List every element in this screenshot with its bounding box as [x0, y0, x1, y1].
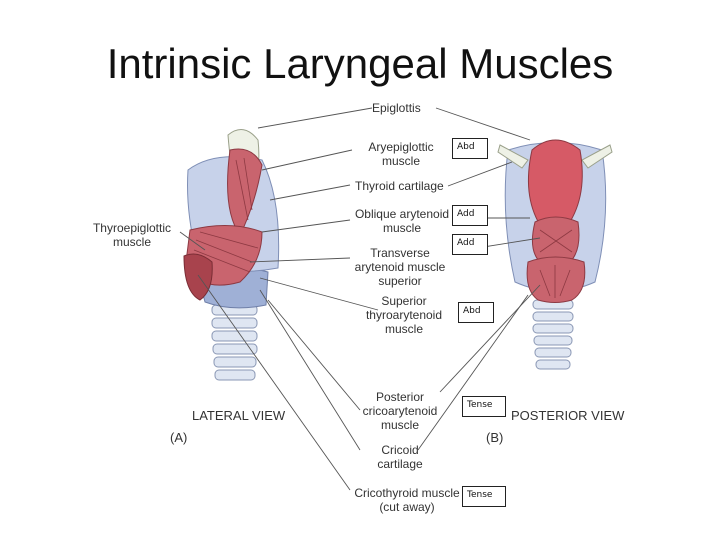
label-cricothyroid-muscle: Cricothyroid muscle (cut away) [354, 486, 460, 514]
label-posterior-cricoarytenoid: Posterior cricoarytenoid muscle [362, 390, 438, 432]
note-tense-cricothyroid: Tense [462, 486, 506, 507]
page-title: Intrinsic Laryngeal Muscles [106, 40, 614, 87]
lateral-view-label: LATERAL VIEW [192, 408, 286, 423]
note-abd-aryepiglottic: Abd [452, 138, 488, 159]
lateral-trachea [211, 304, 258, 381]
label-superior-thyroarytenoid: Superior thyroarytenoid muscle [365, 294, 443, 336]
posterior-view-label: POSTERIOR VIEW [511, 408, 625, 423]
lateral-aryepiglottic-muscle [227, 148, 263, 236]
label-thyroepiglottic-muscle: Thyroepiglottic muscle [92, 221, 172, 249]
posterior-larynx-illustration [497, 139, 613, 370]
posterior-cricoarytenoid-muscle [526, 256, 586, 303]
posterior-view-letter: (B) [486, 430, 504, 445]
lateral-cricothyroid-muscle [183, 253, 213, 301]
note-add-transverse: Add [452, 234, 488, 255]
leader-lines [179, 107, 541, 491]
label-transverse-arytenoid: Transverse arytenoid muscle superior [354, 246, 446, 288]
label-cricoid-cartilage: Cricoid cartilage [377, 443, 423, 471]
label-thyroid-cartilage: Thyroid cartilage [355, 179, 444, 193]
label-oblique-arytenoid: Oblique arytenoid muscle [354, 207, 450, 235]
label-epiglottis: Epiglottis [372, 101, 421, 115]
note-add-oblique: Add [452, 205, 488, 226]
note-tense-posterior: Tense [462, 396, 506, 417]
lateral-view-letter: (A) [170, 430, 188, 445]
lateral-larynx-illustration [183, 129, 280, 381]
posterior-trachea [532, 299, 574, 370]
label-aryepiglottic-muscle: Aryepiglottic muscle [368, 140, 434, 168]
note-abd-superior-thyroarytenoid: Abd [458, 302, 494, 323]
